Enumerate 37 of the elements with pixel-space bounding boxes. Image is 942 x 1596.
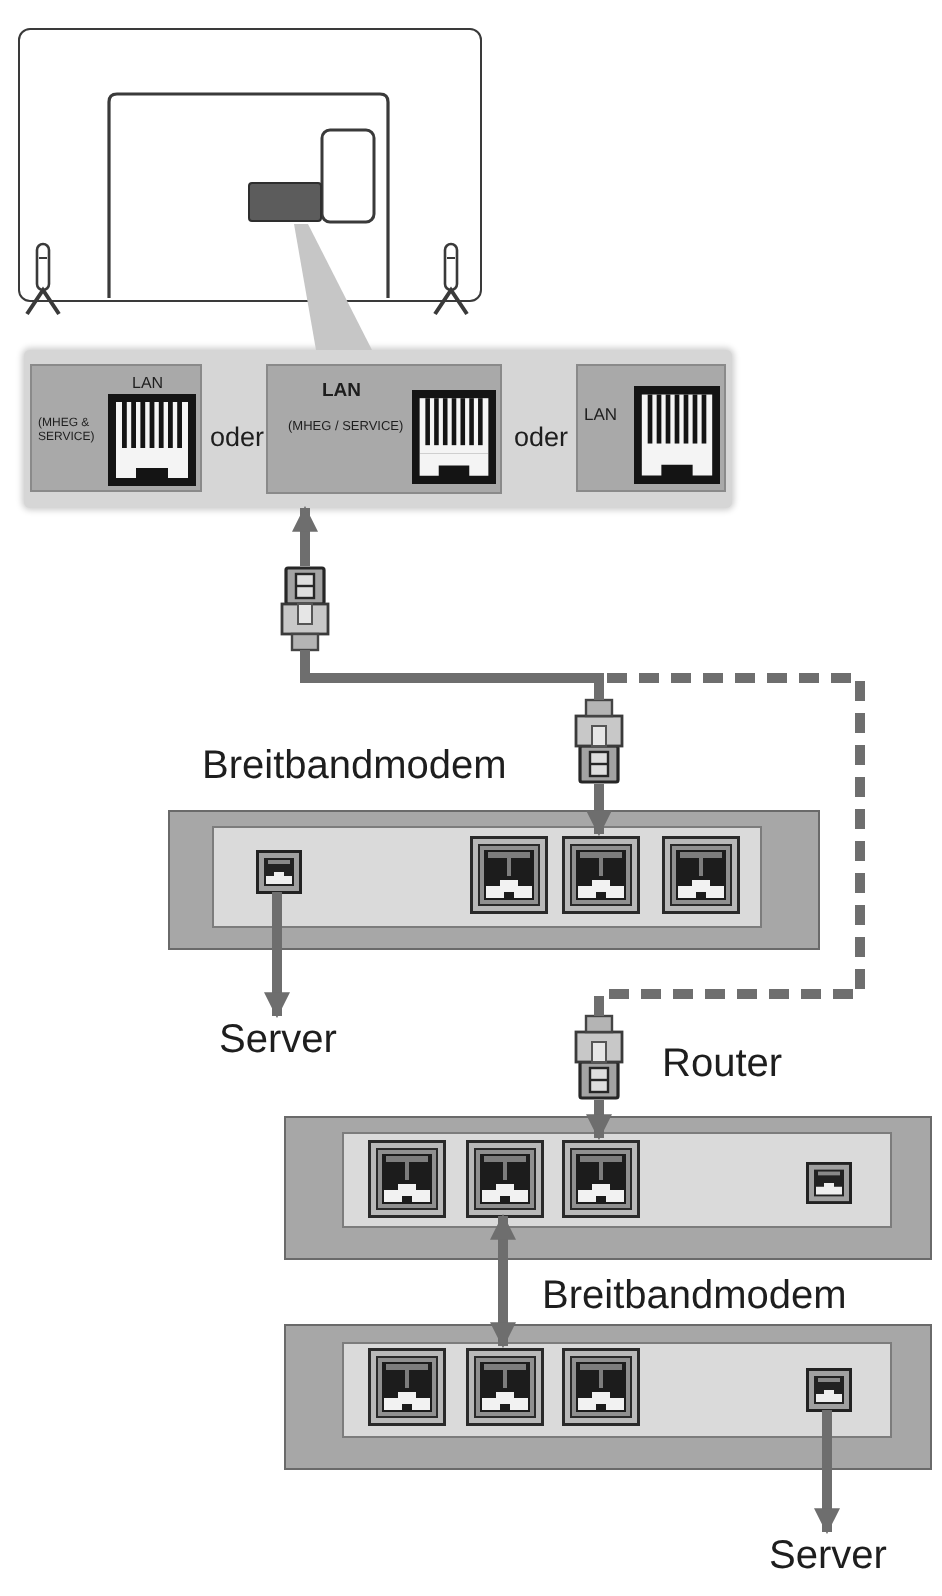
arrow bbox=[814, 1410, 840, 1535]
port-label: LAN bbox=[322, 382, 362, 404]
lan-port-module bbox=[576, 364, 726, 492]
ethernet-port-icon bbox=[662, 836, 740, 914]
ethernet-plug-icon bbox=[574, 1006, 624, 1100]
ethernet-port-icon bbox=[466, 1140, 544, 1218]
ethernet-plug-icon bbox=[280, 566, 330, 660]
or-label: oder bbox=[210, 422, 265, 454]
ethernet-port-icon bbox=[256, 850, 302, 894]
port-panel bbox=[24, 350, 732, 508]
or-label: oder bbox=[514, 422, 569, 454]
port-label: LAN bbox=[584, 406, 618, 426]
server-label: Server bbox=[764, 1532, 892, 1580]
ethernet-port-icon bbox=[806, 1368, 852, 1412]
ethernet-port-icon bbox=[368, 1348, 446, 1426]
ethernet-port-icon bbox=[470, 836, 548, 914]
arrow bbox=[292, 505, 318, 566]
port-label: LAN bbox=[132, 374, 164, 393]
server-label: Server bbox=[216, 1016, 340, 1064]
lan-port-module bbox=[266, 364, 502, 494]
ethernet-port-icon bbox=[562, 1348, 640, 1426]
arrow bbox=[586, 1100, 612, 1141]
device-label: Router bbox=[662, 1042, 783, 1088]
arrow bbox=[586, 784, 612, 837]
device-label: Breitbandmodem bbox=[202, 744, 507, 790]
connector-area bbox=[248, 182, 323, 223]
ethernet-port-icon bbox=[806, 1162, 852, 1204]
ethernet-plug-icon bbox=[574, 690, 624, 784]
ethernet-port-icon bbox=[368, 1140, 446, 1218]
ethernet-port-icon bbox=[562, 836, 640, 914]
ethernet-port-icon bbox=[466, 1348, 544, 1426]
double-arrow bbox=[490, 1213, 516, 1349]
lan-port-module bbox=[30, 364, 202, 492]
arrow bbox=[264, 892, 290, 1019]
zoom-callout bbox=[294, 224, 372, 350]
ethernet-port-icon bbox=[562, 1140, 640, 1218]
device-label: Breitbandmodem bbox=[542, 1274, 847, 1320]
